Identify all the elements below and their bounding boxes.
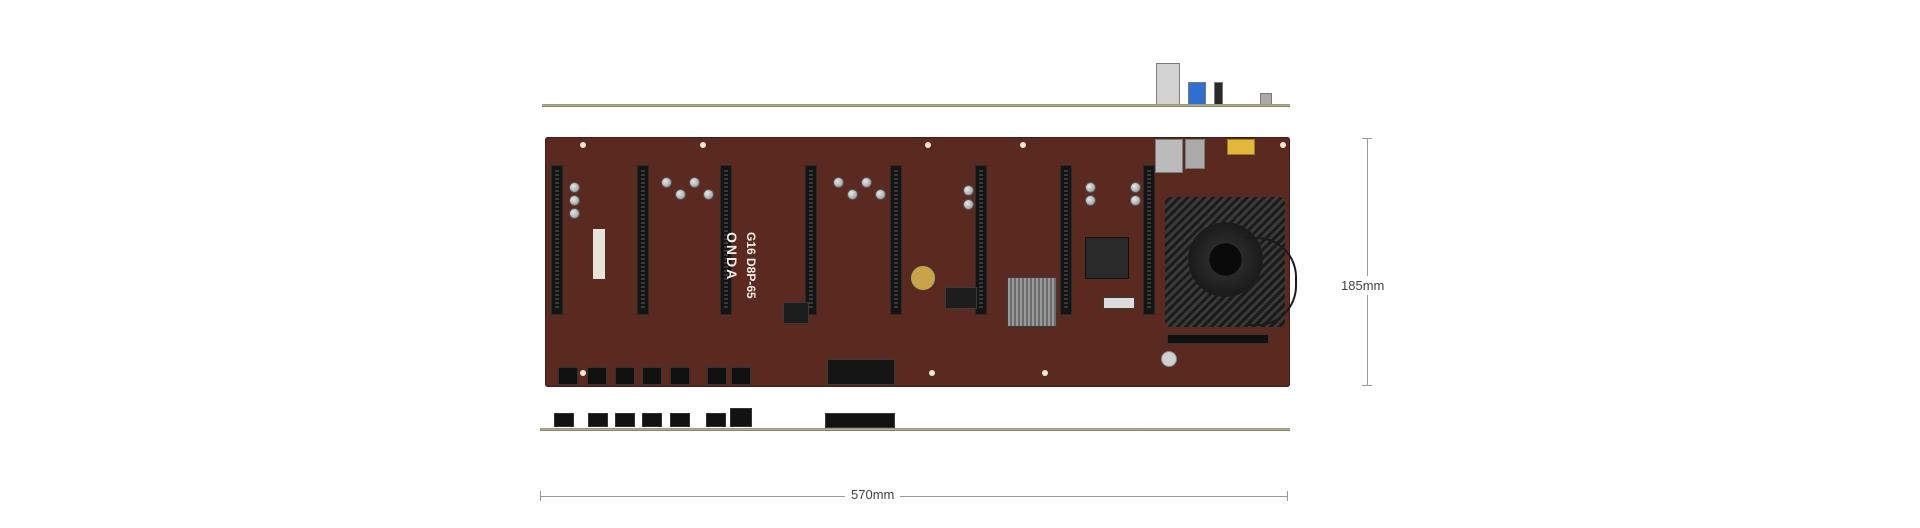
pcie-slot [975,165,987,315]
ethernet-usb-stack [1156,63,1180,105]
atx-24pin-plug [825,413,895,428]
mount-hole [925,142,931,148]
usb-port [1185,139,1205,169]
bios-chip [783,302,809,324]
capacitor [569,182,580,193]
mount-hole [1020,142,1026,148]
capacitor [875,189,886,200]
mount-hole [700,142,706,148]
capacitor [1130,182,1141,193]
capacitor [833,177,844,188]
mount-hole [580,370,586,376]
brand-logo-text: ONDA [724,232,740,282]
pcie-slot [551,165,563,315]
pcie-slot [805,165,817,315]
width-dimension-line [540,496,1288,497]
mount-hole [580,142,586,148]
pcie-slot [720,165,732,315]
capacitor [569,195,580,206]
bottom-power-rail [540,428,1290,431]
width-dimension-label: 570mm [845,487,901,502]
capacitor [963,185,974,196]
pcie-slot [890,165,902,315]
pcie-power-connector [587,367,607,385]
pcie-power-connector [642,367,662,385]
pcie-power-connector [615,367,635,385]
pcie-power-plug [642,413,662,427]
chipset [1007,277,1057,327]
serial-sticker [593,229,605,279]
capacitor [703,189,714,200]
pcie-power-plug [670,413,690,427]
sata-connector [1103,297,1135,309]
mount-hole [1042,370,1048,376]
capacitor [569,208,580,219]
ram-slot [1167,334,1269,344]
ethernet-port [1155,139,1183,173]
capacitor [1085,195,1096,206]
pcie-slot [637,165,649,315]
pcie-slot [1060,165,1072,315]
pcie-slot [1143,165,1155,315]
height-dimension-label: 185mm [1339,276,1387,295]
m2-slot [1085,237,1129,279]
pcie-power-plug [615,413,635,427]
width-dimension-tick-left [540,491,541,501]
height-dimension-line [1367,138,1368,386]
pcie-power-connector [670,367,690,385]
bios-battery [910,265,936,291]
height-dimension-tick-top [1362,138,1372,139]
capacitor [1130,195,1141,206]
pcie-power-plug [588,413,608,427]
pcie-power-connector [558,367,578,385]
height-dimension-tick-bottom [1362,385,1372,386]
top-io-rail [542,104,1290,107]
usb3-port [1188,82,1206,106]
fan-cable [1245,237,1297,326]
capacitor [689,177,700,188]
atx-24pin-connector [827,359,895,385]
capacitor [661,177,672,188]
width-dimension-tick-right [1287,491,1288,501]
atx-12v-connector [1227,139,1255,155]
capacitor [963,199,974,210]
capacitor [861,177,872,188]
mount-hole [929,370,935,376]
capacitor [675,189,686,200]
cmos-battery [1161,351,1177,367]
controller-chip [945,287,977,309]
pcie-power-plug [706,413,726,427]
pcie-power-plug [730,408,752,427]
model-text: G16 D8P-65 [744,232,758,299]
pcie-power-plug [554,413,574,427]
capacitor [847,189,858,200]
hdmi-port [1214,82,1223,106]
pcie-power-connector [707,367,727,385]
mount-hole [1280,142,1286,148]
capacitor [1085,182,1096,193]
motherboard-pcb: ONDA G16 D8P-65 [545,137,1297,387]
pcie-power-connector [731,367,751,385]
